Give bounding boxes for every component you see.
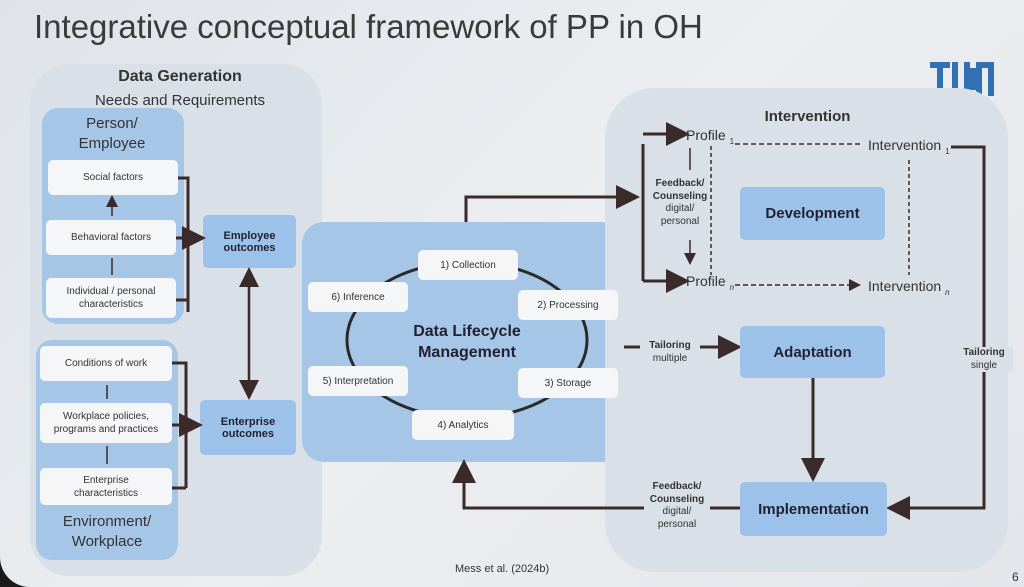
step-analytics: 4) Analytics (412, 410, 514, 440)
feedback-counseling-top-mode: digital/ personal (660, 203, 700, 227)
lifecycle-title: Data Lifecycle Management (413, 323, 521, 361)
data-generation-heading: Data Generation (118, 68, 242, 85)
development-box: Development (740, 187, 885, 240)
intervention-n-subscript: n (945, 287, 950, 297)
workplace-policies-box: Workplace policies, programs and practic… (40, 403, 172, 443)
step-collection: 1) Collection (418, 250, 518, 280)
step-inference: 6) Inference (308, 282, 408, 312)
intervention-1: Intervention 1 (868, 137, 950, 156)
profile-1-subscript: 1 (729, 136, 735, 146)
tailoring-multiple-label: Tailoring multiple (640, 340, 700, 365)
page-number: 6 (1012, 570, 1019, 584)
individual-characteristics-box: Individual / personal characteristics (46, 278, 176, 318)
profile-1-label: Profile (686, 127, 726, 143)
feedback-counseling-bottom-label: Feedback/ Counseling (649, 481, 705, 505)
profile-n-subscript: n (729, 282, 735, 292)
profile-1: Profile 1 (686, 127, 734, 146)
adaptation-box: Adaptation (740, 326, 885, 378)
feedback-counseling-top: Feedback/ Counseling digital/ personal (648, 178, 712, 228)
conditions-of-work-box: Conditions of work (40, 346, 172, 381)
feedback-counseling-bottom: Feedback/ Counseling digital/ personal (644, 481, 710, 531)
intervention-1-subscript: 1 (945, 146, 950, 156)
tailoring-single-bold: Tailoring (963, 347, 1005, 358)
tailoring-multiple-bold: Tailoring (649, 340, 691, 351)
slide-title: Integrative conceptual framework of PP i… (34, 8, 703, 45)
intervention-n-label: Intervention (868, 278, 942, 294)
implementation-box: Implementation (740, 482, 887, 536)
feedback-counseling-bottom-mode: digital/ personal (657, 506, 697, 530)
step-processing: 2) Processing (518, 290, 618, 320)
needs-requirements-subheading: Needs and Requirements (94, 92, 266, 109)
intervention-heading: Intervention (764, 108, 851, 125)
intervention-n: Intervention n (868, 278, 950, 297)
tailoring-single-text: single (970, 359, 998, 371)
tailoring-multiple-text: multiple (652, 352, 688, 364)
profile-n: Profile n (686, 273, 734, 292)
profile-n-label: Profile (686, 273, 726, 289)
step-interpretation: 5) Interpretation (308, 366, 408, 396)
feedback-counseling-top-label: Feedback/ Counseling (652, 178, 708, 202)
intervention-1-label: Intervention (868, 137, 942, 153)
step-storage: 3) Storage (518, 368, 618, 398)
tum-logo (930, 62, 994, 96)
citation: Mess et al. (2024b) (455, 563, 550, 575)
person-employee-label: Person/ Employee (78, 115, 146, 152)
enterprise-outcomes-box: Enterprise outcomes (200, 400, 296, 455)
environment-workplace-label: Environment/ Workplace (62, 513, 152, 550)
enterprise-characteristics-box: Enterprise characteristics (40, 468, 172, 505)
tailoring-single-label: Tailoring single (955, 347, 1013, 372)
